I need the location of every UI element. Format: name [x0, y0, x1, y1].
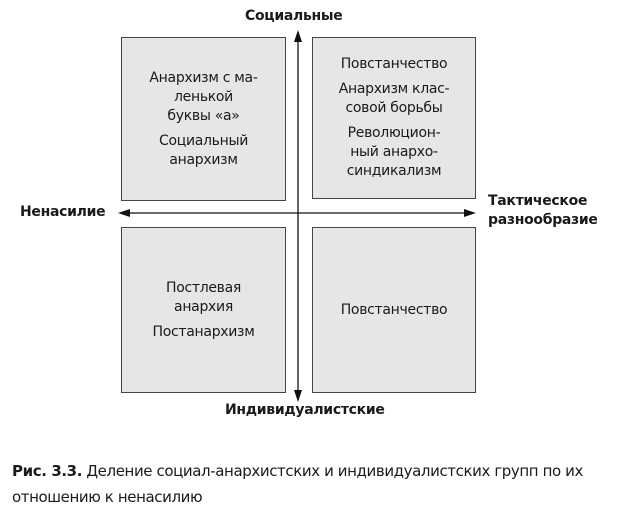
quadrant-item: Повстанчество	[340, 56, 448, 72]
quadrant-item: Анархизм с ма- ленькой буквы «а»	[149, 69, 258, 124]
arrow-left-icon	[118, 209, 130, 217]
axis-label-right: Тактическое разнообразие	[488, 193, 598, 228]
axis-label-top: Социальные	[245, 8, 343, 24]
quadrant-item: Революцион- ный анархо- синдикализм	[346, 125, 442, 179]
quadrant-top-left: Анархизм с ма- ленькой буквы «а» Социаль…	[121, 37, 286, 201]
quadrant-item: Социальный анархизм	[158, 132, 249, 168]
quadrant-bottom-left: Постлевая анархия Постанархизм	[121, 227, 286, 393]
arrow-up-icon	[294, 30, 302, 42]
figure-caption: Рис. 3.3. Деление социал-анархистских и …	[12, 458, 612, 510]
quadrant-item: Анархизм клас- совой борьбы	[338, 81, 450, 116]
axis-label-left: Ненасилие	[20, 204, 106, 220]
quadrant-item: Постанархизм	[152, 323, 255, 340]
caption-text: Деление социал-анархистских и индивидуал…	[12, 462, 583, 506]
quadrant-top-right: Повстанчество Анархизм клас- совой борьб…	[312, 37, 476, 199]
quadrant-bottom-right: Повстанчество	[312, 227, 476, 393]
caption-label: Рис. 3.3.	[12, 462, 82, 480]
quadrant-item: Постлевая анархия	[165, 279, 242, 315]
quadrant-item: Повстанчество	[340, 301, 448, 318]
arrow-right-icon	[464, 209, 476, 217]
axis-label-bottom: Индивидуалистские	[225, 402, 385, 418]
arrow-down-icon	[294, 390, 302, 402]
